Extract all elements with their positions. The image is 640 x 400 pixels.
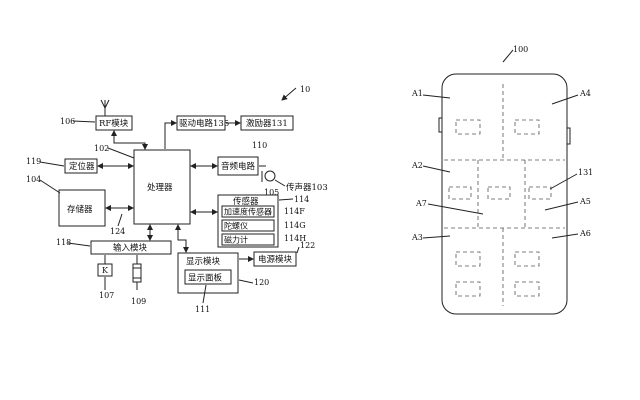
ref-114: 114 [294, 195, 309, 204]
exciter-box [240, 115, 294, 131]
ref-104: 104 [26, 175, 41, 184]
exciter-placeholders [448, 119, 552, 297]
drive-circuit-label: 驱动电路135 [179, 118, 229, 129]
input-module-label: 输入模块 [113, 243, 148, 254]
key-box [97, 263, 113, 277]
switch-component-icon [132, 255, 142, 290]
region-a4-label: A4 [579, 89, 591, 98]
ref-120: 120 [254, 278, 269, 287]
magnetometer-label: 磁力计 [224, 235, 248, 245]
phone-body [441, 73, 568, 315]
sensor-label: 传感器 [233, 196, 259, 207]
region-a2-label: A2 [411, 161, 423, 170]
fig-ref-100: 100 [513, 45, 528, 54]
accel-sensor-box [221, 205, 275, 218]
fig-ref-10: 10 [300, 85, 310, 94]
phone-diagram: 100 A1 A4 A2 131 [411, 45, 593, 315]
ref-118: 118 [56, 238, 71, 247]
region-a7-label: A7 [415, 199, 427, 208]
region-a1-label: A1 [411, 89, 423, 98]
display-panel-label: 显示面板 [188, 273, 223, 284]
antenna-icon [100, 99, 110, 116]
ref-114g: 114G [284, 221, 306, 230]
ref-119: 119 [26, 157, 41, 166]
gyro-label: 陀螺仪 [224, 221, 248, 231]
label-131: 131 [578, 168, 593, 177]
ref-102: 102 [94, 144, 109, 153]
storage-label: 存储器 [67, 204, 93, 215]
ref-105: 105 [264, 188, 279, 197]
key-label: K [102, 266, 109, 275]
ref-124: 124 [110, 227, 125, 236]
accel-sensor-label: 加速度传感器 [224, 207, 272, 217]
side-button-left [438, 117, 443, 133]
rf-module-label: RF模块 [99, 118, 129, 129]
speaker-label: 传声器103 [286, 182, 328, 193]
locator-label: 定位器 [69, 161, 95, 172]
ref-114f: 114F [284, 207, 305, 216]
drive-circuit-box [176, 115, 226, 131]
ref-106: 106 [60, 117, 75, 126]
magnetometer-box [221, 233, 275, 246]
gyro-box [221, 219, 275, 232]
speaker-icon [259, 165, 276, 182]
power-module-box [253, 251, 297, 267]
audio-circuit-box [217, 156, 259, 176]
display-panel-box [184, 269, 232, 285]
processor-box [133, 149, 191, 225]
ref-122: 122 [300, 241, 315, 250]
ref-114h: 114H [284, 234, 306, 243]
exciter-label: 激励器131 [246, 118, 288, 129]
region-a5-label: A5 [579, 197, 591, 206]
processor-label: 处理器 [147, 182, 173, 193]
region-a6-label: A6 [579, 229, 591, 238]
input-module-box [90, 240, 172, 255]
power-module-label: 电源模块 [258, 254, 293, 265]
ref-107: 107 [99, 291, 114, 300]
ref-110: 110 [252, 141, 267, 150]
ref-111: 111 [195, 305, 210, 314]
display-module-label: 显示模块 [186, 256, 221, 267]
region-a3-label: A3 [411, 233, 423, 242]
audio-circuit-label: 音频电路 [221, 161, 256, 172]
side-button-right [566, 127, 571, 145]
ref-109: 109 [131, 297, 146, 306]
block-diagram: 10 RF模块 106 驱动电路135 激励器131 处理器 102 定位器 [26, 85, 328, 314]
